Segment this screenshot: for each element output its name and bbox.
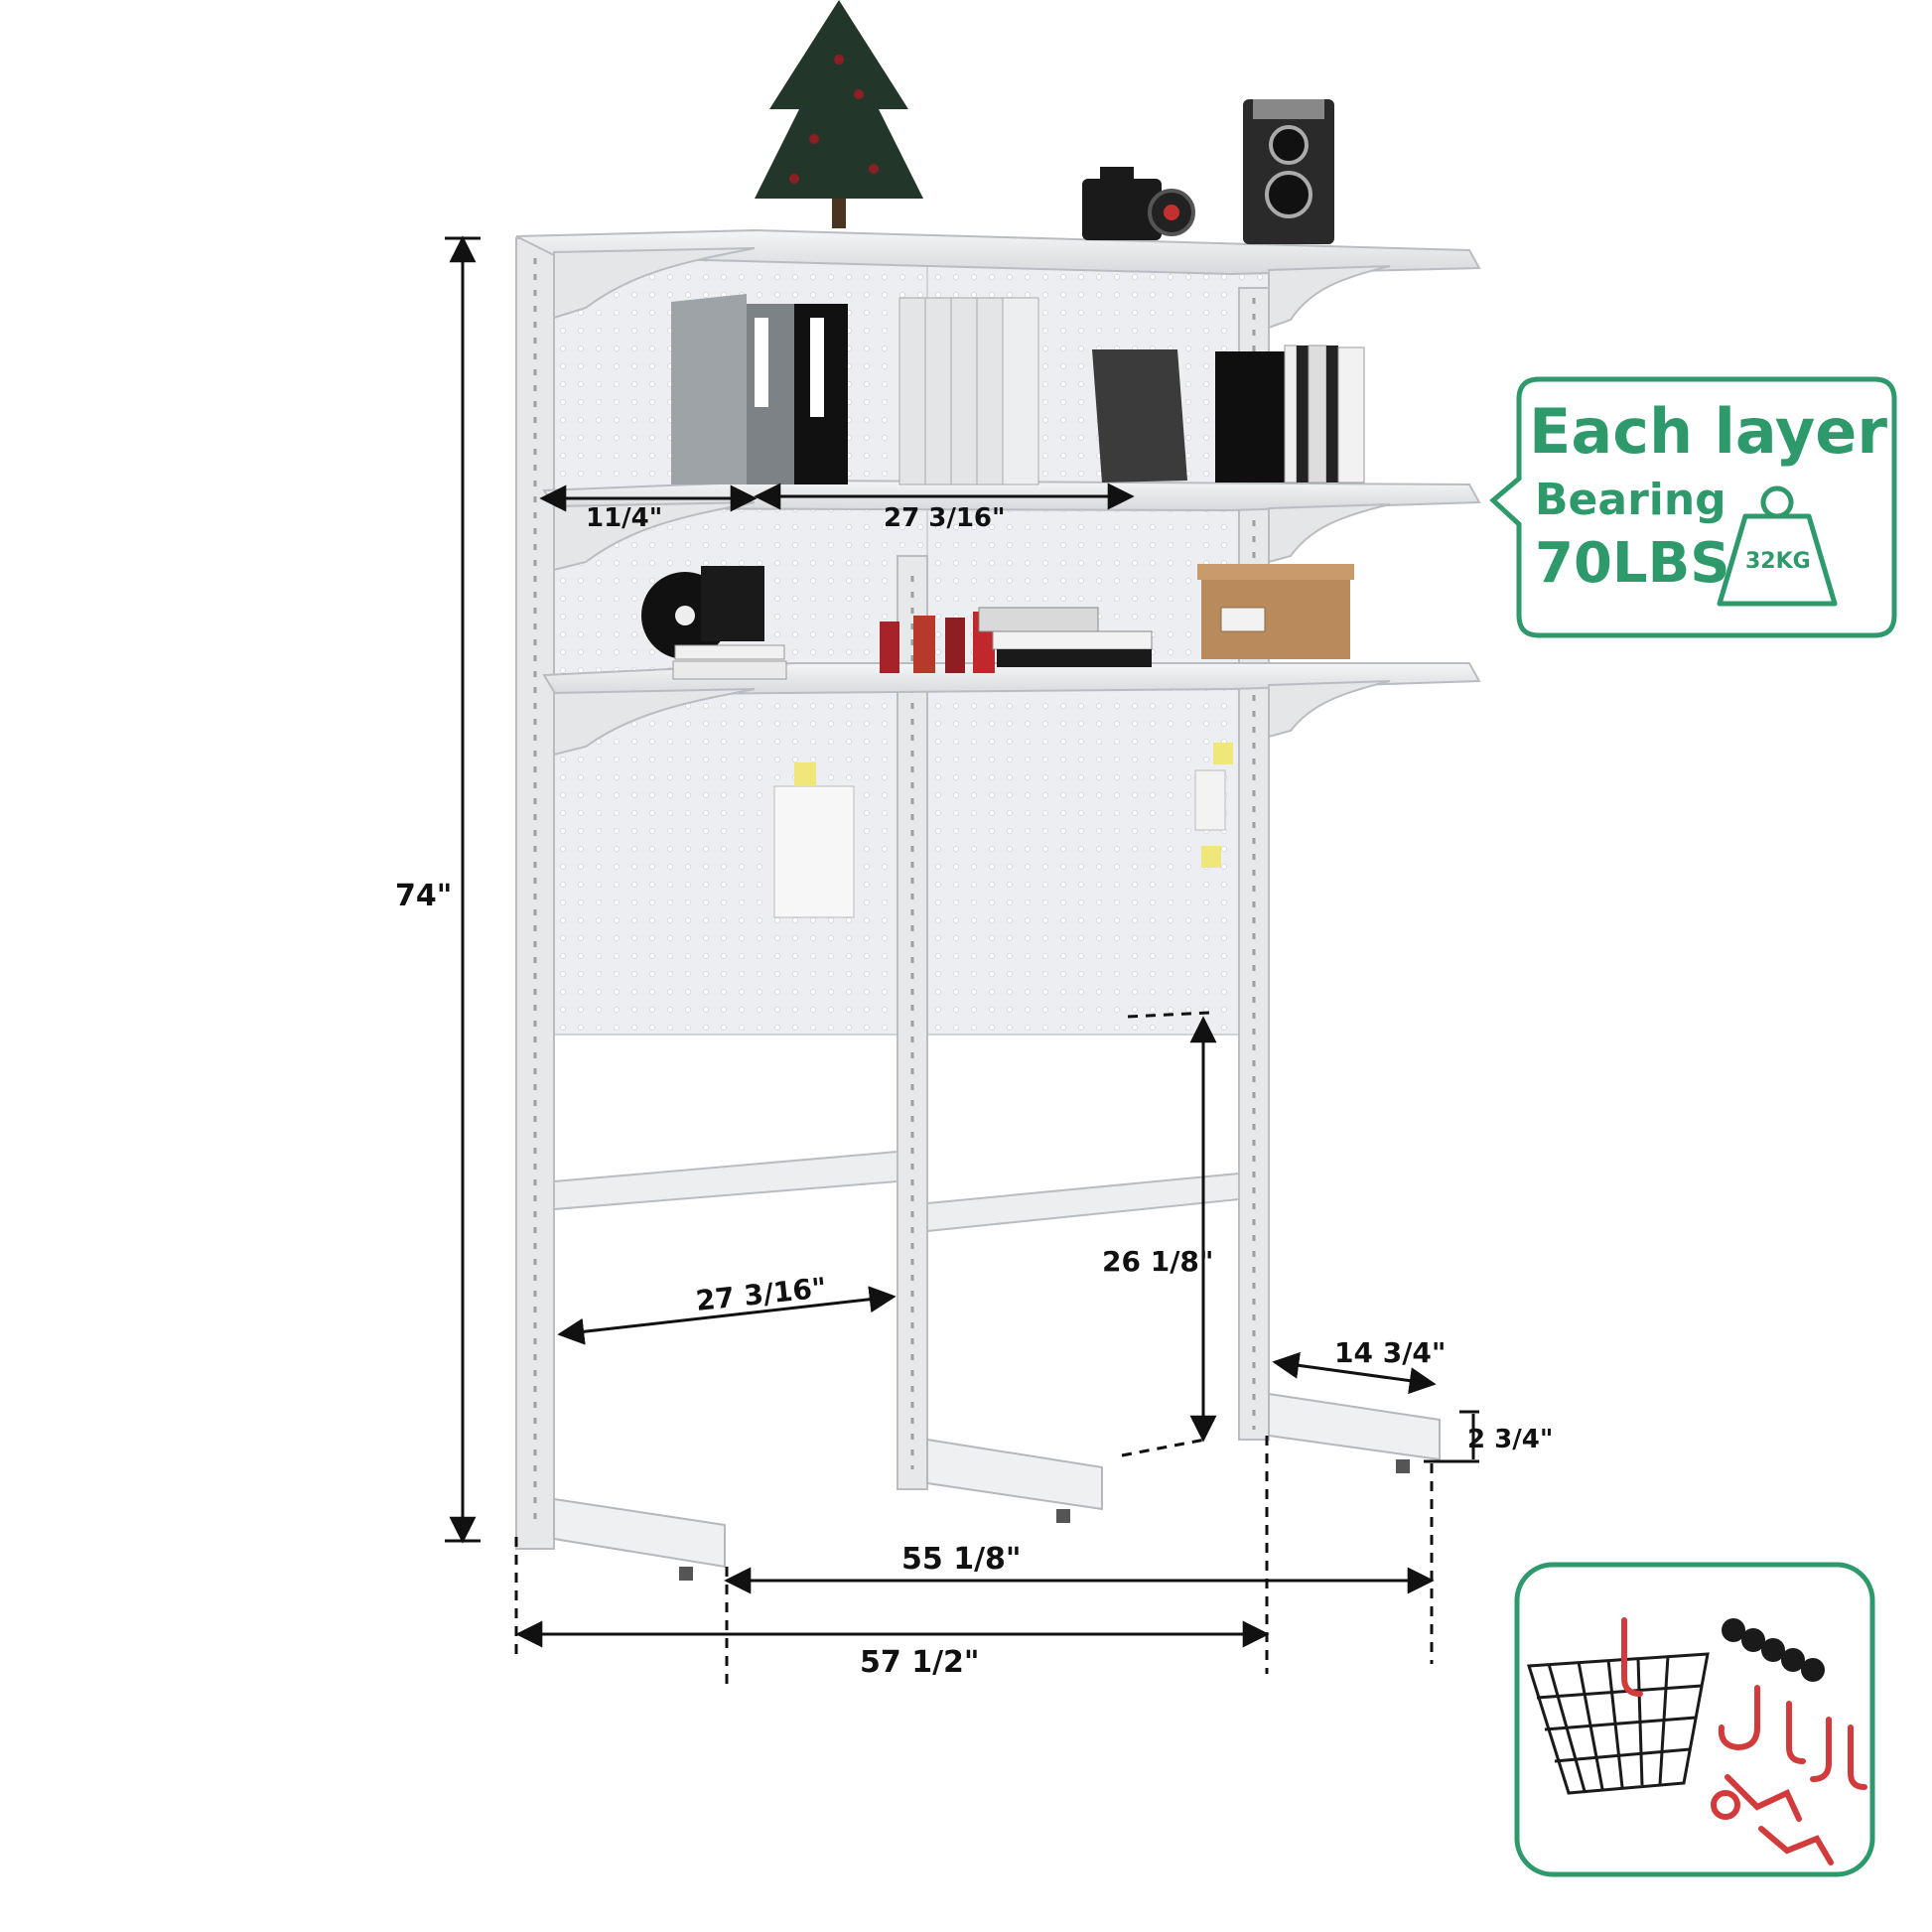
bracket <box>553 688 756 757</box>
pinned-card <box>1194 769 1226 831</box>
camera-decor <box>1082 167 1195 240</box>
crossbar-left <box>553 1150 898 1211</box>
dim-bracket-offset: 11/4" <box>586 503 662 533</box>
books <box>1092 345 1365 483</box>
badge-line-3: 70LBS <box>1535 531 1730 596</box>
foot-left <box>553 1497 726 1569</box>
dim-frame-span-bottom: 27 3/16" <box>694 1271 828 1317</box>
foot-middle <box>926 1438 1103 1511</box>
bracket <box>1268 680 1391 739</box>
dim-shelf-span-top: 27 3/16" <box>884 503 1006 533</box>
christmas-tree-decor <box>755 0 923 228</box>
sticky-note <box>794 762 816 786</box>
turntable-and-books <box>978 607 1153 667</box>
dim-width-outer: 57 1/2" <box>860 1645 980 1680</box>
dim-leg-height: 26 1/8" <box>1102 1245 1214 1278</box>
hook-icons <box>1621 1617 1867 1865</box>
binders <box>671 294 1039 485</box>
dim-foot-height: 2 3/4" <box>1467 1425 1553 1454</box>
wire-basket-icon <box>1527 1652 1710 1795</box>
bracket <box>1268 265 1391 330</box>
dimension-lines <box>445 235 1479 1688</box>
badge-line-2: Bearing <box>1535 475 1726 525</box>
dim-foot-depth: 14 3/4" <box>1334 1336 1447 1369</box>
shelf-unit <box>515 0 1481 1581</box>
twin-lens-camera-decor <box>1243 99 1334 244</box>
crossbar-right <box>926 1172 1240 1233</box>
suction-cup-icons <box>1722 1618 1825 1682</box>
weight-icon: 32KG <box>1717 485 1838 607</box>
bracket <box>553 247 756 320</box>
dim-height-total: 74" <box>395 879 452 913</box>
accessories-card <box>1514 1562 1875 1877</box>
record-and-books <box>641 566 787 680</box>
bracket <box>1268 503 1391 564</box>
sticky-note <box>1213 743 1233 764</box>
weight-kg-label: 32KG <box>1745 549 1811 574</box>
badge-line-1: Each layer <box>1529 395 1887 468</box>
dim-width-inner: 55 1/8" <box>901 1542 1022 1577</box>
foot-right <box>1268 1392 1441 1461</box>
storage-box <box>1197 564 1354 659</box>
sticky-note <box>1201 846 1221 868</box>
pinned-document <box>773 785 855 918</box>
load-capacity-badge: Each layer Bearing 70LBS 32KG <box>1489 376 1897 638</box>
